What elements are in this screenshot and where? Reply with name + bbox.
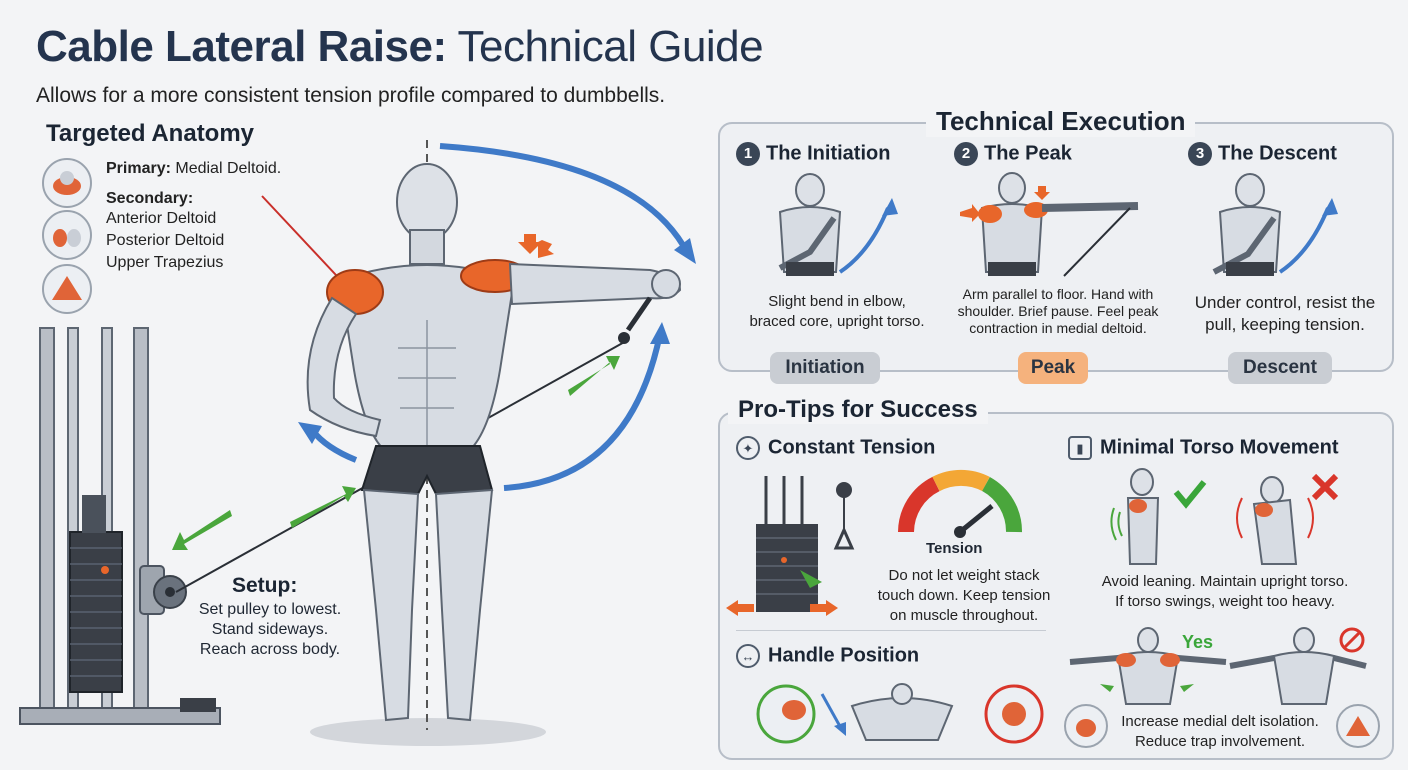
handle-heading: ↔ Handle Position [736, 644, 919, 668]
tip-desc-line: Increase medial delt isolation. [1121, 713, 1319, 730]
step-desc-line: Under control, resist the [1194, 293, 1376, 312]
tips-title: Pro-Tips for Success [728, 396, 988, 424]
step-desc-line: Slight bend in elbow, [768, 293, 906, 310]
constant-tension-heading: ✦ Constant Tension [736, 436, 935, 460]
leaning-figure-icon [1236, 473, 1339, 565]
setup-line: Reach across body. [199, 641, 341, 658]
setup-text: Set pulley to lowest. Stand sideways. Re… [180, 600, 360, 660]
weight-stack-icon [726, 476, 855, 616]
torso-desc: Avoid leaning. Maintain upright torso. I… [1070, 572, 1380, 612]
step-1-heading: 1 The Initiation [736, 142, 890, 166]
step-number: 1 [736, 142, 760, 166]
muscle-icon-anterior [42, 210, 92, 260]
constant-tension-title: Constant Tension [768, 436, 936, 459]
handle-figures [756, 683, 1044, 744]
step-3-desc: Under control, resist the pull, keeping … [1180, 292, 1390, 336]
step-2-figure [960, 172, 1139, 277]
step-number: 3 [1188, 142, 1212, 166]
tip-desc-line: on muscle throughout. [889, 607, 1039, 624]
handle-comparison-figures [1069, 627, 1367, 705]
yes-label: Yes [1182, 632, 1214, 652]
tip-desc-line: touch down. Keep tension [877, 587, 1051, 604]
cable-machine [19, 327, 221, 725]
page-title: Cable Lateral Raise: Technical Guide [36, 22, 764, 72]
torso-title: Minimal Torso Movement [1100, 436, 1339, 459]
secondary-item: Upper Trapezius [106, 254, 224, 271]
step-desc-line: shoulder. Brief pause. Feel peak [957, 303, 1159, 319]
title-light: Technical Guide [446, 22, 764, 71]
step-3-heading: 3 The Descent [1188, 142, 1337, 166]
lightbulb-icon: ✦ [736, 436, 760, 460]
tips-divider [736, 630, 1046, 631]
tip-desc-line: Do not let weight stack [888, 567, 1040, 584]
secondary-item: Posterior Deltoid [106, 232, 225, 249]
execution-title: Technical Execution [926, 106, 1196, 137]
step-title: The Peak [984, 142, 1072, 165]
muscle-icon-medial [42, 158, 92, 208]
step-desc-line: pull, keeping tension. [1205, 315, 1365, 334]
primary-value: Medial Deltoid. [170, 160, 282, 177]
step-desc-line: Arm parallel to floor. Hand with [962, 286, 1154, 302]
step-2-heading: 2 The Peak [954, 142, 1072, 166]
step-number: 2 [954, 142, 978, 166]
phase-pill-peak: Peak [1018, 352, 1088, 384]
tip-desc-line: Avoid leaning. Maintain upright torso. [1101, 573, 1349, 590]
step-desc-line: contraction in medial deltoid. [969, 320, 1147, 336]
handle-title: Handle Position [768, 644, 920, 667]
arrows-icon: ↔ [736, 644, 760, 668]
phase-pill-descent: Descent [1228, 352, 1332, 384]
main-figure [172, 140, 696, 746]
step-2-desc: Arm parallel to floor. Hand with shoulde… [940, 286, 1176, 337]
step-title: The Initiation [766, 142, 891, 165]
setup-line: Set pulley to lowest. [198, 601, 342, 618]
chart-icon: ▮ [1068, 436, 1092, 460]
secondary-item: Anterior Deltoid [106, 210, 217, 227]
tension-gauge-icon [898, 469, 1023, 538]
primary-label: Primary: [106, 160, 171, 177]
phase-pill-initiation: Initiation [770, 352, 880, 384]
step-title: The Descent [1218, 142, 1337, 165]
muscle-icon-trapezius [42, 264, 92, 314]
step-1-figure [778, 173, 898, 276]
torso-heading: ▮ Minimal Torso Movement [1068, 436, 1339, 460]
step-1-desc: Slight bend in elbow, braced core, uprig… [732, 292, 942, 332]
constant-tension-desc: Do not let weight stack touch down. Keep… [864, 566, 1064, 626]
step-desc-line: braced core, upright torso. [749, 313, 925, 330]
page-subtitle: Allows for a more consistent tension pro… [36, 84, 666, 107]
tip-desc-line: If torso swings, weight too heavy. [1115, 593, 1335, 610]
handle-desc: Increase medial delt isolation. Reduce t… [1104, 712, 1336, 752]
step-3-figure [1212, 173, 1338, 276]
setup-line: Stand sideways. [211, 621, 329, 638]
upright-figure-icon [1110, 468, 1207, 565]
anatomy-heading: Targeted Anatomy [46, 120, 255, 147]
title-bold: Cable Lateral Raise: [36, 22, 447, 71]
anatomy-primary: Primary: Medial Deltoid. [106, 158, 281, 180]
secondary-label: Secondary: [106, 190, 194, 207]
gauge-label: Tension [926, 540, 983, 557]
setup-heading: Setup: [232, 574, 298, 597]
tip-desc-line: Reduce trap involvement. [1134, 733, 1306, 750]
delt-icon-left [1064, 704, 1108, 748]
trap-icon-right [1336, 704, 1380, 748]
